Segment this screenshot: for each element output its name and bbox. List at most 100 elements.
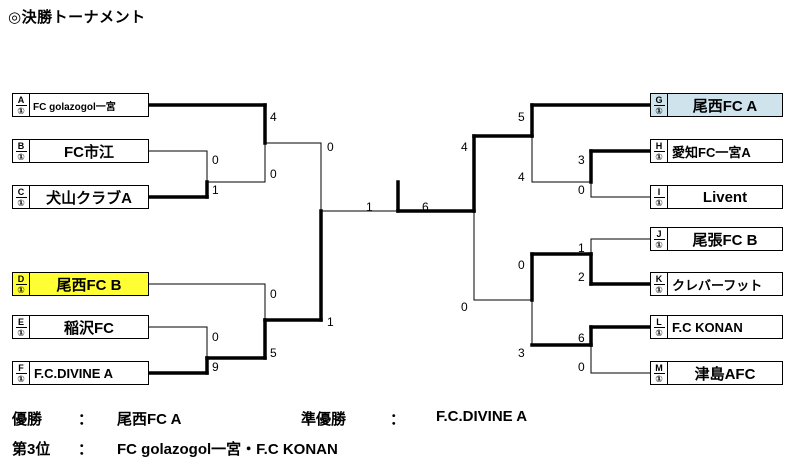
team-letter: I (653, 187, 665, 198)
team-letter: J (653, 229, 665, 240)
score: 1 (212, 183, 219, 197)
team-seed: ① (655, 151, 663, 162)
score: 3 (578, 153, 585, 167)
score: 5 (270, 346, 277, 360)
score: 4 (461, 140, 468, 154)
team-letter: K (653, 274, 665, 285)
team-letter: M (653, 362, 665, 374)
team-letter: D (15, 274, 27, 285)
runner-up-team: F.C.DIVINE A (436, 408, 528, 425)
score: 2 (578, 270, 585, 284)
team-name: クレバーフット (672, 277, 763, 293)
score: 1 (366, 200, 373, 214)
score: 0 (578, 183, 585, 197)
team-seed: ① (17, 284, 25, 295)
team-seed: ① (655, 239, 663, 250)
page-title: ◎決勝トーナメント (8, 9, 146, 26)
third-place-separator: ： (78, 441, 94, 458)
score: 6 (578, 331, 585, 345)
team-seed: ① (17, 105, 25, 116)
team-letter: F (15, 363, 27, 374)
winner-separator: ： (78, 411, 94, 428)
team-name: 尾張FC B (692, 231, 758, 249)
team-name: F.C.DIVINE A (34, 365, 113, 381)
team-letter: B (15, 141, 27, 152)
team-seed: ① (655, 327, 663, 338)
score: 6 (422, 200, 429, 214)
team-letter: G (653, 94, 665, 106)
team-seed: ① (655, 284, 663, 295)
score: 4 (270, 110, 277, 124)
score: 0 (212, 153, 219, 167)
score: 5 (518, 110, 525, 124)
team-letter: L (653, 317, 665, 328)
third-place-label: 第3位 (12, 441, 51, 458)
team-seed: ① (17, 197, 25, 208)
team-letter: E (15, 317, 27, 328)
winner-team: 尾西FC A (117, 411, 182, 428)
team-name: 津島AFC (694, 365, 756, 383)
team-seed: ① (655, 373, 663, 384)
score: 0 (578, 360, 585, 374)
team-letter: A (15, 95, 27, 106)
score: 9 (212, 360, 219, 374)
score: 1 (578, 241, 585, 255)
score: 0 (327, 140, 334, 154)
team-seed: ① (17, 151, 25, 162)
team-name: 犬山クラブA (46, 189, 132, 207)
team-seed: ① (17, 327, 25, 338)
runner-up-separator: ： (390, 411, 406, 428)
team-name: 愛知FC一宮A (672, 144, 751, 160)
score: 0 (270, 167, 277, 181)
score: 0 (270, 287, 277, 301)
runner-up-label: 準優勝 (301, 411, 347, 428)
score: 3 (518, 346, 525, 360)
team-letter: H (653, 141, 665, 152)
score: 0 (212, 330, 219, 344)
team-name: F.C KONAN (672, 319, 743, 335)
score: 4 (518, 170, 525, 184)
team-name: FC golazogol一宮 (33, 101, 116, 113)
team-seed: ① (655, 197, 663, 208)
third-place-teams: FC golazogol一宮・F.C KONAN (117, 441, 338, 458)
team-name: 尾西FC A (692, 97, 758, 115)
winner-label: 優勝 (12, 411, 43, 428)
team-seed: ① (655, 105, 663, 116)
score: 0 (518, 258, 525, 272)
team-name: 尾西FC B (56, 276, 122, 294)
score: 1 (327, 315, 334, 329)
team-seed: ① (17, 373, 25, 384)
team-name: FC市江 (64, 143, 114, 161)
team-name: 稲沢FC (64, 319, 114, 337)
team-name: Livent (702, 188, 748, 206)
score: 0 (461, 300, 468, 314)
team-letter: C (15, 187, 27, 198)
